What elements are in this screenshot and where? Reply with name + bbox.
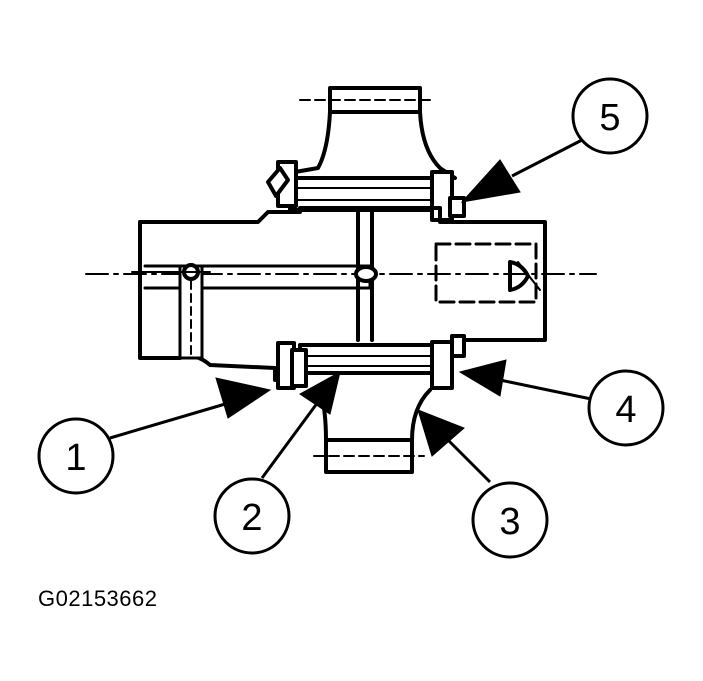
callout-1-label: 1 bbox=[65, 437, 86, 479]
callout-2-label: 2 bbox=[241, 497, 262, 539]
callout-4-label: 4 bbox=[615, 389, 636, 431]
arrow-4 bbox=[458, 359, 597, 402]
arrow-5 bbox=[460, 138, 583, 203]
center-shaft bbox=[85, 208, 597, 360]
figure-id: G02153662 bbox=[38, 586, 158, 611]
arrow-3 bbox=[417, 409, 492, 484]
callout-5-label: 5 bbox=[599, 97, 620, 139]
callout-1: 1 bbox=[37, 417, 115, 495]
callout-3-label: 3 bbox=[499, 501, 520, 543]
lower-gear bbox=[276, 334, 466, 390]
arrow-1 bbox=[109, 377, 272, 440]
callout-3: 3 bbox=[471, 481, 549, 559]
callout-5: 5 bbox=[571, 77, 649, 155]
callout-4: 4 bbox=[587, 369, 665, 447]
callout-2: 2 bbox=[213, 477, 291, 555]
leader-arrows bbox=[109, 138, 597, 484]
top-flange bbox=[293, 86, 457, 180]
arrow-2 bbox=[260, 371, 341, 479]
bottom-flange bbox=[313, 386, 432, 474]
